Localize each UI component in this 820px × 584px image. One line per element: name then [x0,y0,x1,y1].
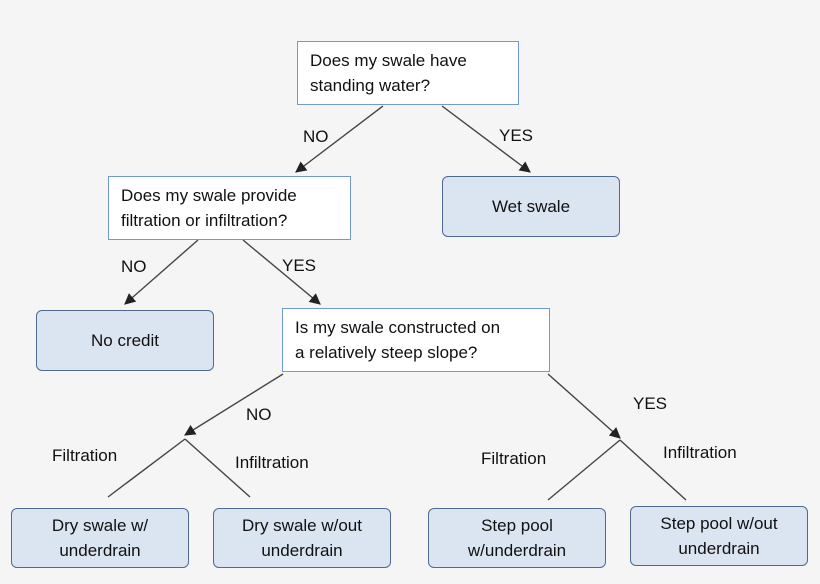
branch-right-infiltration [619,439,687,501]
arrow-filtration-yes [242,239,321,305]
edge-label-no: NO [121,257,147,276]
edge-label-no: NO [303,127,329,146]
edge-label-infiltration: Infiltration [663,443,737,462]
arrow-standing-yes [441,105,531,173]
arrow-standing-no [295,105,384,173]
node-dry-swale-underdrain: Dry swale w/ underdrain [11,508,189,568]
node-standing-water-question: Does my swale have standing water? [297,41,519,105]
edge-label-yes: YES [633,394,668,413]
edge-label-filtration: Filtration [481,449,547,468]
branch-left-filtration [107,438,186,498]
node-text: No credit [90,331,160,350]
arrow-slope-no [184,373,284,436]
node-wet-swale: Wet swale [442,176,620,237]
node-step-pool-underdrain: Step pool w/underdrain [428,508,606,568]
edge-label-infiltration: Infiltration [235,453,309,472]
node-filtration-question: Does my swale provide filtration or infi… [108,176,351,240]
node-no-credit: No credit [36,310,214,371]
edge-label-no: NO [246,405,272,424]
node-text: Wet swale [491,197,571,216]
node-text: Dry swale w/out underdrain [242,516,362,560]
edge-label-filtration: Filtration [52,446,118,465]
node-text: Is my swale constructed on a relatively … [295,318,501,362]
branch-right-filtration [547,439,621,501]
node-text: Does my swale provide filtration or infi… [121,186,297,230]
node-step-pool-no-underdrain: Step pool w/out underdrain [630,506,808,566]
node-text: Step pool w/out underdrain [660,514,778,558]
node-dry-swale-no-underdrain: Dry swale w/out underdrain [213,508,391,568]
node-text: Step pool w/underdrain [467,516,567,560]
arrow-slope-yes [547,373,621,439]
branch-left-infiltration [184,438,251,498]
arrow-filtration-no [124,239,199,305]
edge-label-yes: YES [499,126,534,145]
node-text: Dry swale w/ underdrain [51,516,149,560]
edge-label-yes: YES [282,256,317,275]
node-text: Does my swale have standing water? [310,51,467,95]
node-steep-slope-question: Is my swale constructed on a relatively … [282,308,550,372]
